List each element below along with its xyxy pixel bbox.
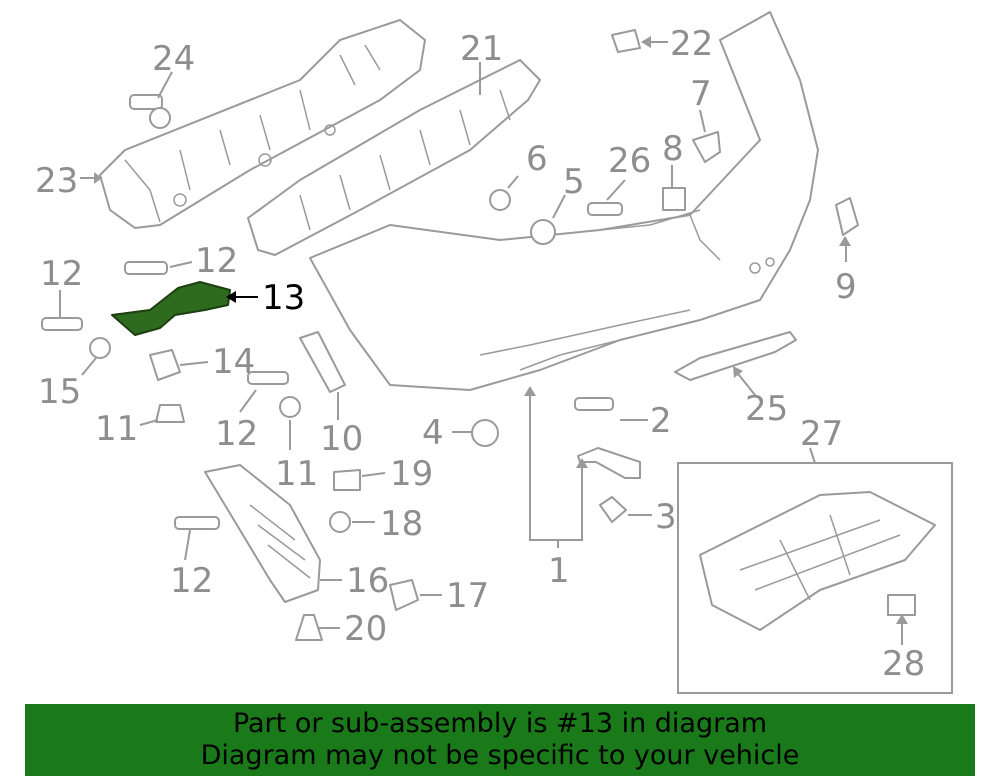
- callout-24[interactable]: 24: [152, 39, 195, 79]
- callout-22[interactable]: 22: [670, 24, 713, 64]
- energy-absorber-part: [247, 59, 541, 256]
- callout-21[interactable]: 21: [460, 29, 503, 69]
- callout-8[interactable]: 8: [662, 129, 684, 169]
- callout-1[interactable]: 1: [548, 551, 570, 591]
- bumper-reinforcement-part: [99, 19, 426, 229]
- callout-12-c[interactable]: 12: [215, 414, 258, 454]
- callout-5[interactable]: 5: [563, 162, 585, 202]
- undercover-part: [699, 491, 936, 631]
- bracket-part: [577, 447, 641, 479]
- callout-19[interactable]: 19: [390, 454, 433, 494]
- callout-12-b[interactable]: 12: [40, 254, 83, 294]
- callout-28[interactable]: 28: [882, 644, 925, 684]
- banner-line-2: Diagram may not be specific to your vehi…: [200, 740, 800, 771]
- reflector-part: [674, 331, 797, 381]
- callout-23[interactable]: 23: [35, 161, 78, 201]
- arrowheads: [94, 36, 908, 624]
- callout-20[interactable]: 20: [344, 609, 387, 649]
- callout-27[interactable]: 27: [800, 414, 843, 454]
- banner-line-1: Part or sub-assembly is #13 in diagram: [232, 708, 768, 739]
- splash-shield-part: [204, 464, 321, 603]
- callout-10[interactable]: 10: [320, 419, 363, 459]
- callout-26[interactable]: 26: [608, 141, 651, 181]
- callout-15[interactable]: 15: [38, 372, 81, 412]
- callout-18[interactable]: 18: [380, 504, 423, 544]
- callout-9[interactable]: 9: [835, 267, 857, 307]
- callout-7[interactable]: 7: [690, 74, 712, 114]
- callout-11-a[interactable]: 11: [95, 409, 138, 449]
- callout-3[interactable]: 3: [655, 497, 677, 537]
- callout-4[interactable]: 4: [422, 413, 444, 453]
- leader-lines: [59, 41, 903, 645]
- callout-14[interactable]: 14: [212, 342, 255, 382]
- callout-12-d[interactable]: 12: [170, 561, 213, 601]
- callout-13-highlighted[interactable]: 13: [262, 278, 305, 318]
- callout-16[interactable]: 16: [346, 561, 389, 601]
- part-info-banner: Part or sub-assembly is #13 in diagram D…: [25, 704, 975, 776]
- callout-17[interactable]: 17: [446, 576, 489, 616]
- callout-6[interactable]: 6: [526, 139, 548, 179]
- fasteners: [41, 29, 916, 641]
- side-bracket-highlighted: [111, 281, 231, 336]
- bumper-cover-part: [309, 11, 819, 391]
- callout-11-b[interactable]: 11: [275, 454, 318, 494]
- callout-25[interactable]: 25: [745, 389, 788, 429]
- callout-2[interactable]: 2: [650, 401, 672, 441]
- callout-12-a[interactable]: 12: [195, 241, 238, 281]
- retainer-bracket-10-part: [299, 331, 346, 393]
- parts-diagram: 24 23 21 22 7 6 5 26 8 9 12 12 13 15 14 …: [35, 11, 953, 694]
